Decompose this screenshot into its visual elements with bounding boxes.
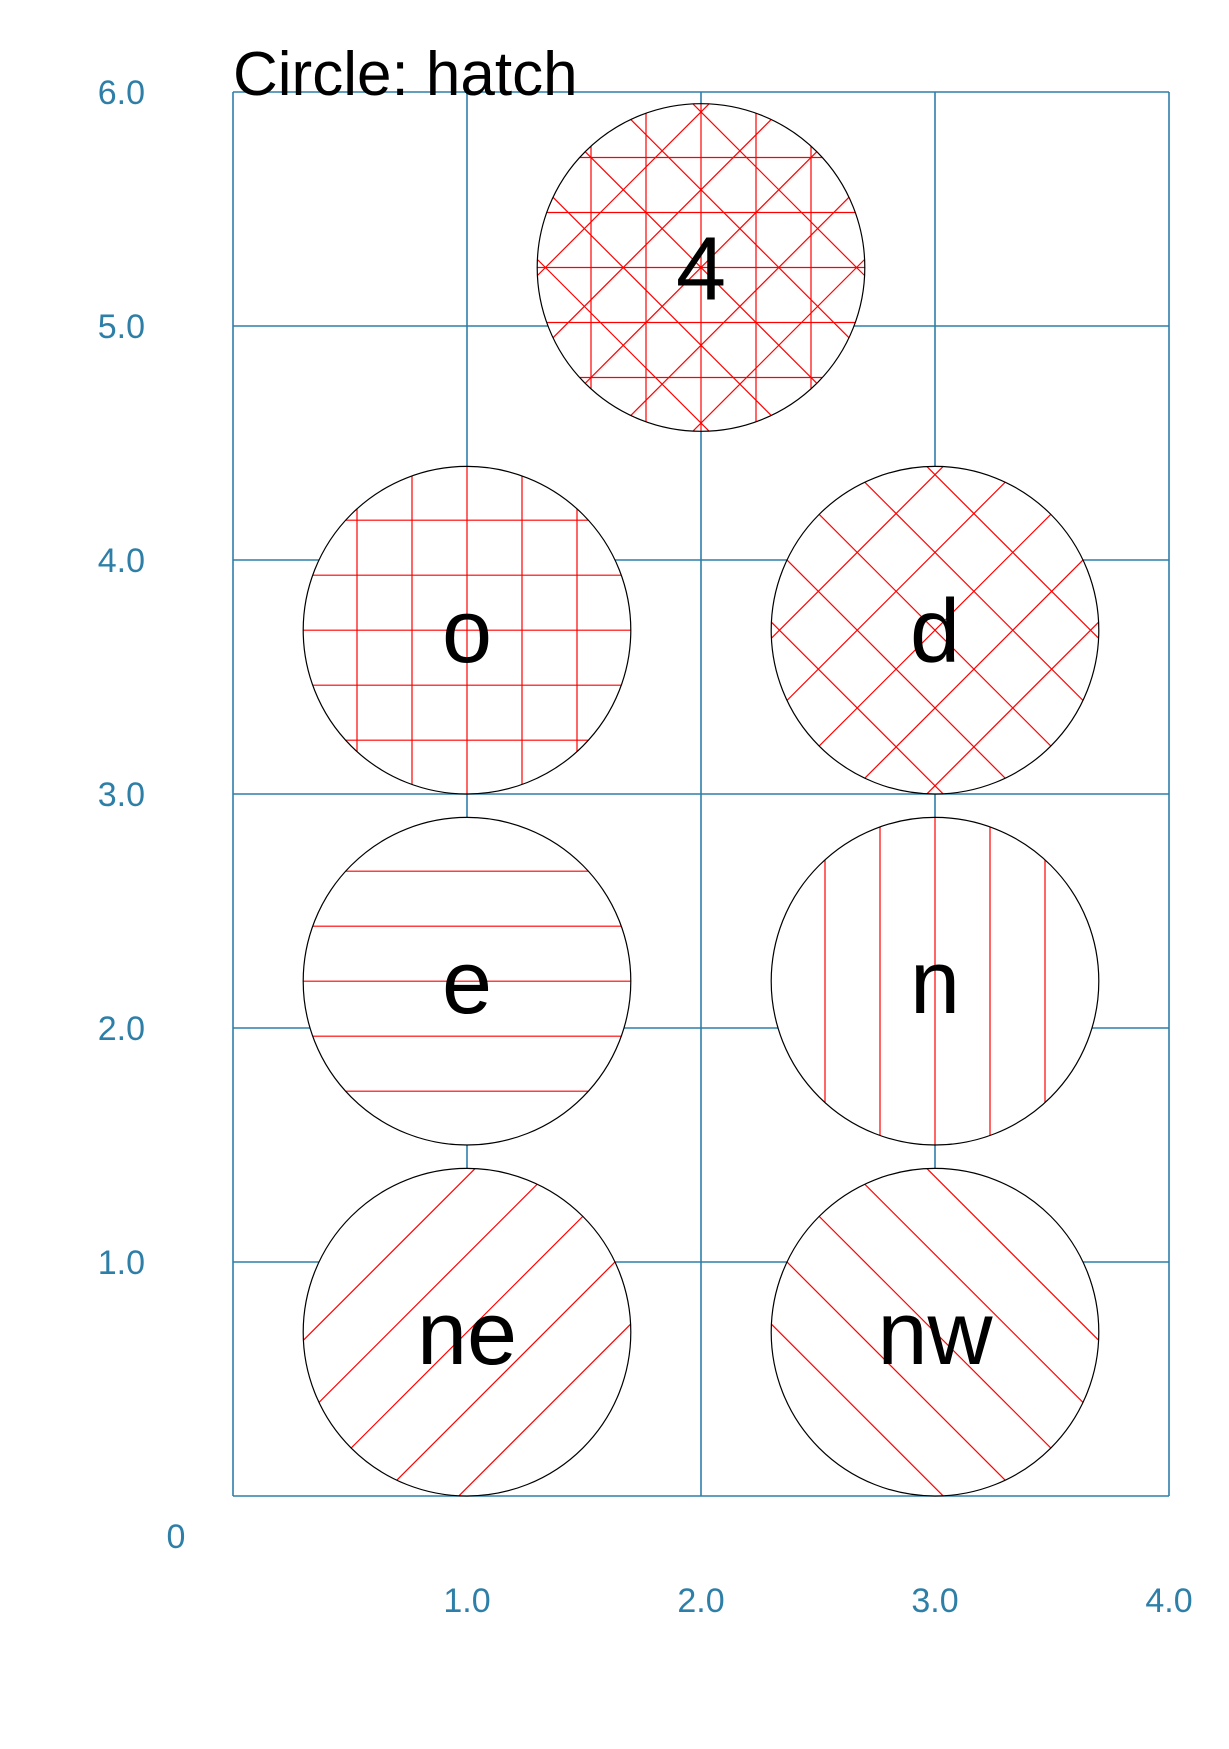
hatched-circle-n: n (770, 816, 1100, 1146)
hatch-line (994, 94, 1229, 442)
hatch-line (0, 94, 253, 442)
x-tick-label: 2.0 (677, 1582, 724, 1620)
hatch-line (370, 1168, 631, 1496)
hatch-line (0, 94, 253, 442)
hatch-line (448, 1168, 631, 1496)
y-tick-label: 5.0 (98, 308, 145, 346)
hatch-line (1072, 94, 1229, 442)
y-tick-label: 2.0 (98, 1010, 145, 1048)
hatch-line (537, 103, 565, 432)
hatch-line (0, 1158, 19, 1506)
hatched-circle-ne: ne (0, 1158, 632, 1506)
hatch-line (138, 94, 486, 442)
hatch-line (0, 1158, 252, 1506)
hatch-line (303, 1168, 486, 1496)
hatch-lines (824, 817, 1046, 1146)
hatch-line (303, 1168, 331, 1496)
circle-label: d (910, 582, 960, 682)
hatch-line (994, 94, 1229, 442)
hatch-line (0, 94, 330, 442)
hatch-lines (303, 870, 631, 1092)
hatched-circle-nw: nw (770, 1158, 1229, 1506)
hatch-line (771, 1168, 954, 1496)
hatched-circle-d: d (770, 456, 1229, 804)
hatch-line (771, 466, 954, 795)
hatch-line (916, 94, 1229, 442)
hatch-line (0, 1158, 174, 1506)
y-tick-label: 1.0 (98, 1244, 145, 1282)
y-tick-label: 6.0 (98, 74, 145, 112)
hatch-line (537, 103, 565, 432)
circle-outline (770, 1167, 1100, 1497)
hatch-line (1149, 94, 1229, 442)
circles: 4 o d e n ne nw (0, 94, 1229, 1506)
hatch-line (916, 94, 1229, 442)
circle-label: nw (877, 1284, 993, 1384)
hatch-line (1150, 1158, 1229, 1506)
hatched-circle-o: o (302, 465, 632, 795)
hatch-line (1072, 94, 1229, 442)
y-tick-label: 3.0 (98, 776, 145, 814)
x-tick-label: 3.0 (911, 1582, 958, 1620)
hatch-line (916, 1168, 1099, 1496)
hatch-line (682, 103, 865, 432)
circle-outline (302, 1167, 632, 1497)
hatch-line (61, 94, 409, 442)
x-tick-label: 1.0 (443, 1582, 490, 1620)
hatch-line (837, 103, 865, 432)
hatch-line (604, 103, 865, 432)
hatch-line (771, 1168, 1032, 1496)
hatch-line (303, 1168, 564, 1496)
hatch-line (537, 103, 798, 432)
hatch-line (1150, 456, 1229, 804)
circle-label: n (910, 933, 960, 1033)
hatch-line (1149, 94, 1229, 442)
hatch-line (838, 1168, 1099, 1496)
hatch-line (1150, 456, 1229, 804)
hatch-line (537, 103, 720, 432)
circle-outline (302, 816, 632, 1146)
hatch-line (0, 1158, 96, 1506)
circle-label: 4 (676, 220, 726, 320)
hatch-line (138, 94, 486, 442)
hatch-lines (303, 466, 631, 795)
circle-outline (302, 465, 632, 795)
diagram-title: Circle: hatch (233, 40, 578, 109)
circle-label: o (442, 582, 492, 682)
y-tick-label: 4.0 (98, 542, 145, 580)
axis-ticks: 1.0 2.0 3.0 4.0 1.0 2.0 3.0 4.0 5.0 6.0 0 (98, 74, 1193, 1620)
hatch-line (837, 103, 865, 432)
circle-label: ne (417, 1284, 517, 1384)
circle-outline (536, 103, 866, 432)
hatch-line (838, 466, 1099, 795)
hatch-line (771, 466, 1032, 795)
circle-outline (770, 816, 1100, 1146)
x-tick-label: 4.0 (1145, 1582, 1192, 1620)
hatch-line (0, 94, 330, 442)
hatch-line (916, 466, 1099, 795)
hatch-line (61, 94, 409, 442)
circle-label: e (442, 933, 492, 1033)
hatched-circle-4: 4 (0, 94, 1229, 442)
origin-label: 0 (167, 1518, 186, 1556)
hatched-circle-e: e (302, 816, 632, 1146)
circle-outline (770, 465, 1100, 795)
